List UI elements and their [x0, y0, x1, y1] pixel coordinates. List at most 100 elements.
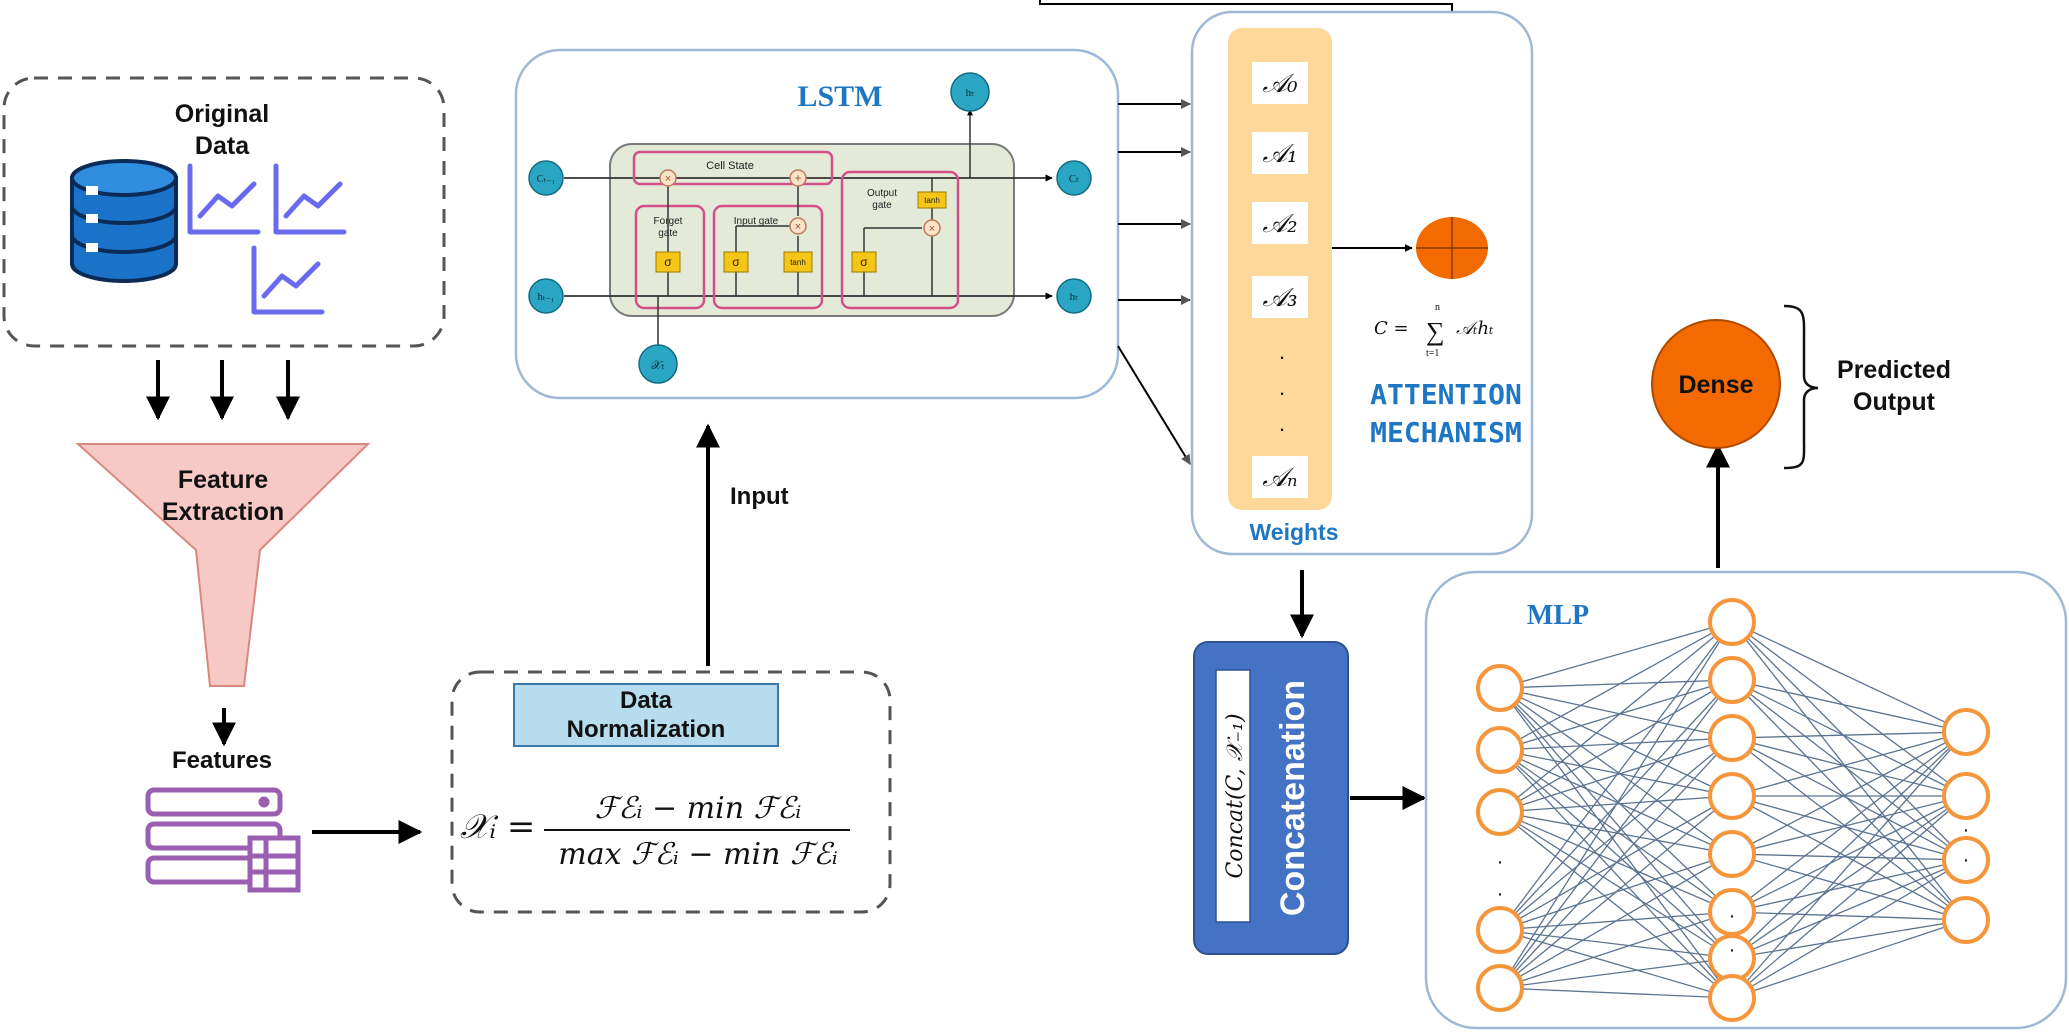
mlp-neuron: [1476, 788, 1524, 836]
attention-title-line2: MECHANISM: [1370, 416, 1522, 449]
svg-text:𝒜₁: 𝒜₁: [1262, 139, 1297, 169]
tanh-gate: tanh: [783, 251, 813, 273]
mlp-neuron: [1708, 598, 1756, 646]
mlp-connection: [1499, 737, 1733, 751]
weight-a1-box: 𝒜₁: [1252, 132, 1308, 174]
lstm-cell-block: [609, 143, 1015, 317]
output-gate-label-line1: Output: [867, 188, 897, 199]
svg-text:Cₜ₋₁: Cₜ₋₁: [537, 174, 555, 185]
svg-text:σ: σ: [860, 255, 868, 269]
mlp-ellipsis: ·: [1497, 851, 1504, 873]
lstm-title: LSTM: [797, 80, 882, 113]
normalization-title-line1: Data: [620, 687, 673, 714]
original-data-title-line2: Data: [195, 132, 250, 160]
svg-text:σ: σ: [732, 255, 740, 269]
mlp-connection: [1499, 737, 1733, 989]
mlp-connection: [1731, 731, 1967, 855]
attention-formula-term: 𝒜ₜhₜ: [1456, 318, 1494, 339]
mlp-connection: [1731, 679, 1967, 733]
mlp-neuron: [1942, 772, 1990, 820]
input-gate-box: [712, 204, 824, 310]
normalization-title-line2: Normalization: [567, 716, 726, 743]
concatenation-block: Concat(C, 𝒳₋₁) Concatenation: [1193, 641, 1349, 955]
mlp-connection: [1499, 679, 1733, 689]
lstm-panel: LSTM Cell State Forget gate Input gate O…: [514, 48, 1120, 400]
mlp-connection: [1499, 687, 1733, 999]
weights-label: Weights: [1249, 519, 1338, 545]
attention-title-line1: ATTENTION: [1370, 378, 1522, 411]
mlp-panel: MLP · · · · · ·: [1424, 570, 2068, 1030]
database-icon: [70, 159, 178, 283]
normalization-formula-numerator: ℱℰᵢ − min ℱℰᵢ: [595, 791, 802, 826]
svg-text:+: +: [794, 171, 801, 185]
mlp-neuron: [1708, 714, 1756, 762]
predicted-output-line1: Predicted: [1837, 356, 1951, 384]
concatenation-label: Concatenation: [1274, 680, 1312, 916]
multiply-operator: ×: [789, 217, 807, 235]
mlp-connection: [1499, 679, 1733, 989]
mlp-connection: [1731, 731, 1967, 959]
mlp-connection: [1731, 795, 1967, 913]
mlp-neuron: [1708, 656, 1756, 704]
svg-text:tanh: tanh: [924, 196, 940, 205]
concat-formula-box: [1215, 669, 1251, 923]
svg-text:hₜ: hₜ: [966, 87, 975, 99]
original-data-panel: Original Data: [2, 76, 446, 348]
mlp-neuron: [1708, 830, 1756, 878]
tanh-gate: tanh: [917, 191, 947, 209]
mlp-connection: [1499, 749, 1733, 999]
mlp-connection: [1731, 795, 1967, 861]
svg-text:σ: σ: [664, 255, 672, 269]
normalization-panel: Data Normalization 𝒳ᵢ = ℱℰᵢ − min ℱℰᵢ ma…: [450, 670, 892, 914]
svg-text:𝒜₀: 𝒜₀: [1262, 69, 1298, 99]
mlp-connection: [1499, 811, 1733, 913]
concat-formula: Concat(C, 𝒳₋₁): [1223, 713, 1248, 878]
weight-a2-box: 𝒜₂: [1252, 202, 1308, 244]
add-operator: +: [789, 169, 807, 187]
predicted-output-line2: Output: [1853, 388, 1936, 416]
line-chart-icon: [251, 245, 325, 315]
xt-node: 𝒳ₜ: [638, 344, 678, 384]
mlp-neuron: [1476, 906, 1524, 954]
mlp-connection: [1731, 679, 1967, 921]
sigma-gate: σ: [851, 251, 877, 273]
mlp-connection: [1499, 929, 1733, 999]
forget-gate-box: [634, 204, 706, 310]
normalization-formula-lhs: 𝒳ᵢ =: [460, 807, 535, 847]
line-chart-icon: [273, 163, 347, 235]
original-data-title-line1: Original: [175, 100, 269, 128]
mlp-neuron: [1942, 836, 1990, 884]
mlp-connection: [1499, 621, 1733, 689]
multiply-operator: ×: [659, 169, 677, 187]
svg-text:hₜ₋₁: hₜ₋₁: [538, 292, 555, 303]
output-gate-box: [840, 170, 960, 310]
mlp-connection: [1499, 987, 1733, 999]
summation-node: [1416, 217, 1488, 279]
mlp-connection: [1731, 795, 1967, 959]
mlp-connection: [1499, 687, 1733, 797]
mlp-connection: [1731, 621, 1967, 797]
mlp-title: MLP: [1527, 600, 1589, 631]
attention-formula-sum-bottom: t=1: [1426, 348, 1439, 359]
h-next-node: hₜ: [1056, 278, 1092, 314]
input-label: Input: [730, 483, 789, 510]
feature-extraction-funnel: Feature Extraction: [75, 443, 371, 687]
c-next-node: Cₜ: [1056, 160, 1092, 196]
mlp-connection: [1499, 621, 1733, 813]
svg-text:𝒜₃: 𝒜₃: [1262, 283, 1297, 313]
mlp-connection: [1731, 795, 1967, 855]
weight-a3-box: 𝒜₃: [1252, 276, 1308, 318]
mlp-connection: [1499, 749, 1733, 913]
mlp-connection: [1731, 621, 1967, 921]
mlp-neuron: [1942, 896, 1990, 944]
mlp-connection: [1731, 621, 1967, 861]
svg-text:𝒜ₙ: 𝒜ₙ: [1262, 463, 1297, 493]
mlp-connection: [1731, 731, 1967, 739]
normalization-header: [513, 683, 779, 747]
mlp-connection: [1731, 859, 1967, 913]
mlp-connections: [1499, 621, 1967, 999]
multiply-operator: ×: [923, 219, 941, 237]
mlp-connection: [1731, 919, 1967, 999]
features-label: Features: [172, 747, 272, 774]
svg-text:×: ×: [929, 223, 935, 235]
